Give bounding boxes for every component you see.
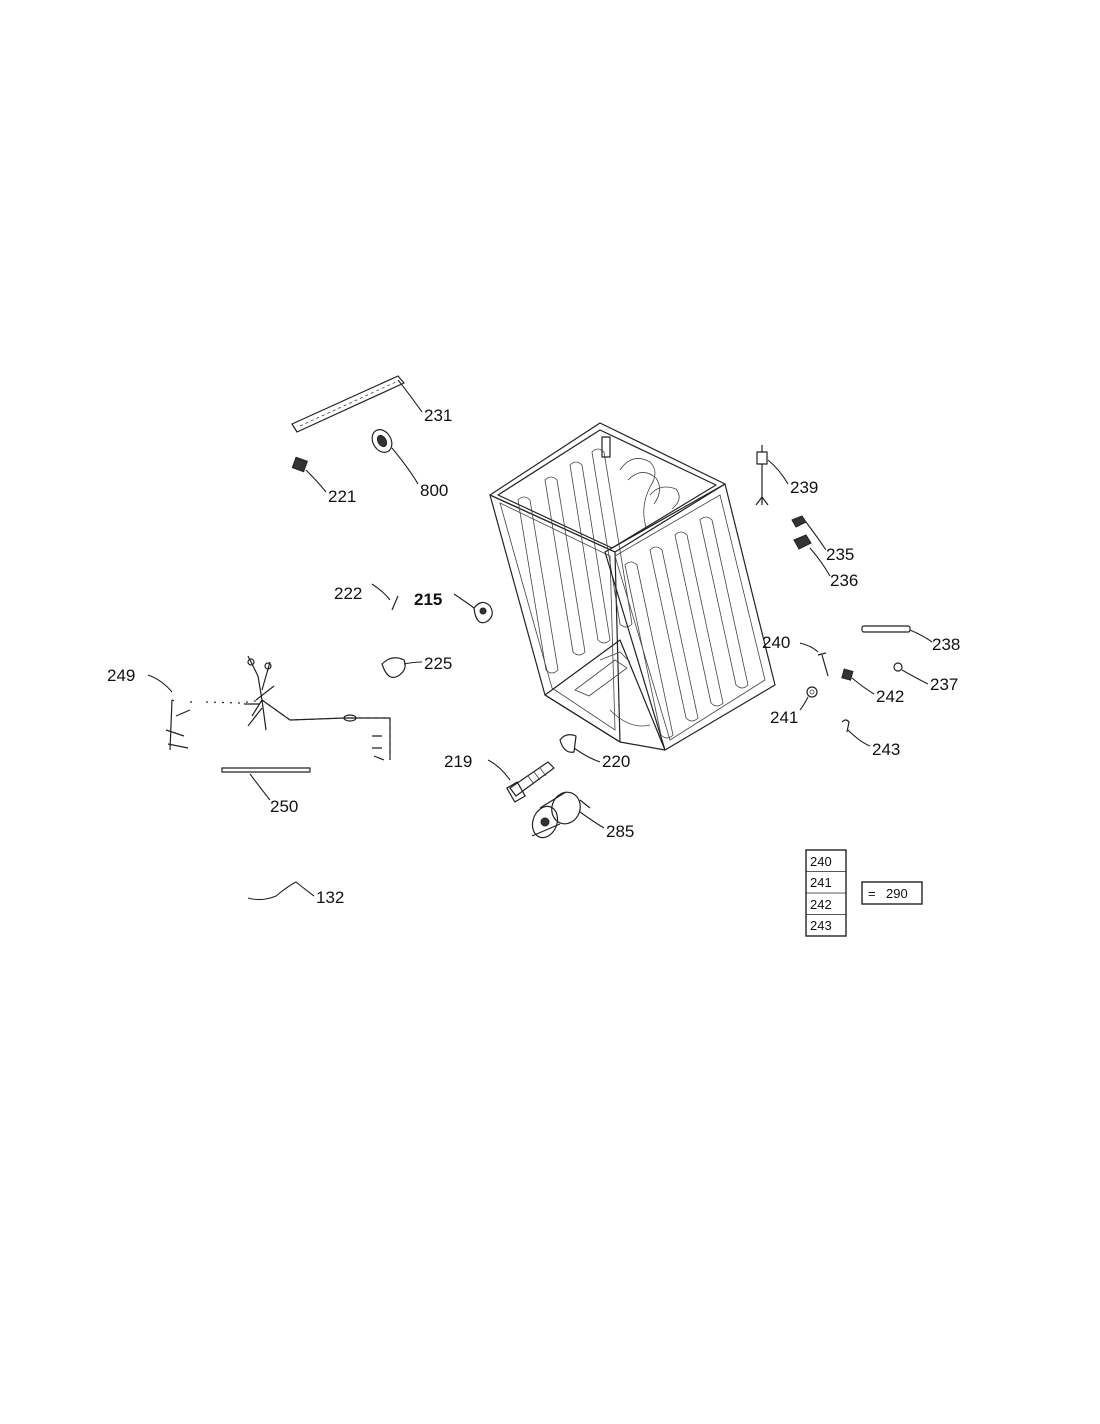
part-249-wire-harness <box>147 655 391 761</box>
kit-item-241: 241 <box>810 875 832 890</box>
part-215-latch <box>453 593 493 624</box>
part-800-gear <box>371 429 419 485</box>
callout-239: 239 <box>790 478 818 497</box>
kit-item-242: 242 <box>810 897 832 912</box>
cabinet-frame <box>489 422 776 751</box>
callout-235: 235 <box>826 545 854 564</box>
callout-241: 241 <box>770 708 798 727</box>
part-240-bolt <box>799 642 829 677</box>
callout-238: 238 <box>932 635 960 654</box>
part-231-top-rail <box>291 375 423 433</box>
kit-operator: = <box>868 886 876 901</box>
part-220-elbow <box>559 734 601 763</box>
part-219-drain-hose <box>487 759 555 803</box>
callout-222: 222 <box>334 584 362 603</box>
part-241-washer <box>799 686 818 711</box>
part-235-connector <box>791 515 827 551</box>
callout-236: 236 <box>830 571 858 590</box>
callout-243: 243 <box>872 740 900 759</box>
callout-215: 215 <box>414 590 442 609</box>
callout-231: 231 <box>424 406 452 425</box>
callout-285: 285 <box>606 822 634 841</box>
callout-219: 219 <box>444 752 472 771</box>
part-239-inlet-hose <box>755 445 789 506</box>
callout-249: 249 <box>107 666 135 685</box>
callout-250: 250 <box>270 797 298 816</box>
kit-item-243: 243 <box>810 918 832 933</box>
part-242-nut <box>841 668 875 695</box>
callout-221: 221 <box>328 487 356 506</box>
part-238-rod <box>861 625 933 643</box>
callout-240: 240 <box>762 633 790 652</box>
part-243-screw <box>841 719 871 747</box>
kit-result-290: 290 <box>886 886 908 901</box>
part-236-connector <box>793 534 831 577</box>
part-132-wire <box>247 881 315 901</box>
callout-220: 220 <box>602 752 630 771</box>
callout-237: 237 <box>930 675 958 694</box>
part-285-pump <box>531 791 605 839</box>
kit-table: 240 241 242 243 = 290 <box>805 849 923 937</box>
callout-242: 242 <box>876 687 904 706</box>
callout-225: 225 <box>424 654 452 673</box>
kit-item-240: 240 <box>810 854 832 869</box>
part-237-screw <box>893 662 929 685</box>
callout-132: 132 <box>316 888 344 907</box>
part-221-clip <box>291 456 327 493</box>
part-250-bar <box>221 767 311 801</box>
part-222-pin <box>371 583 399 611</box>
callout-800: 800 <box>420 481 448 500</box>
part-225-knob <box>381 657 423 679</box>
